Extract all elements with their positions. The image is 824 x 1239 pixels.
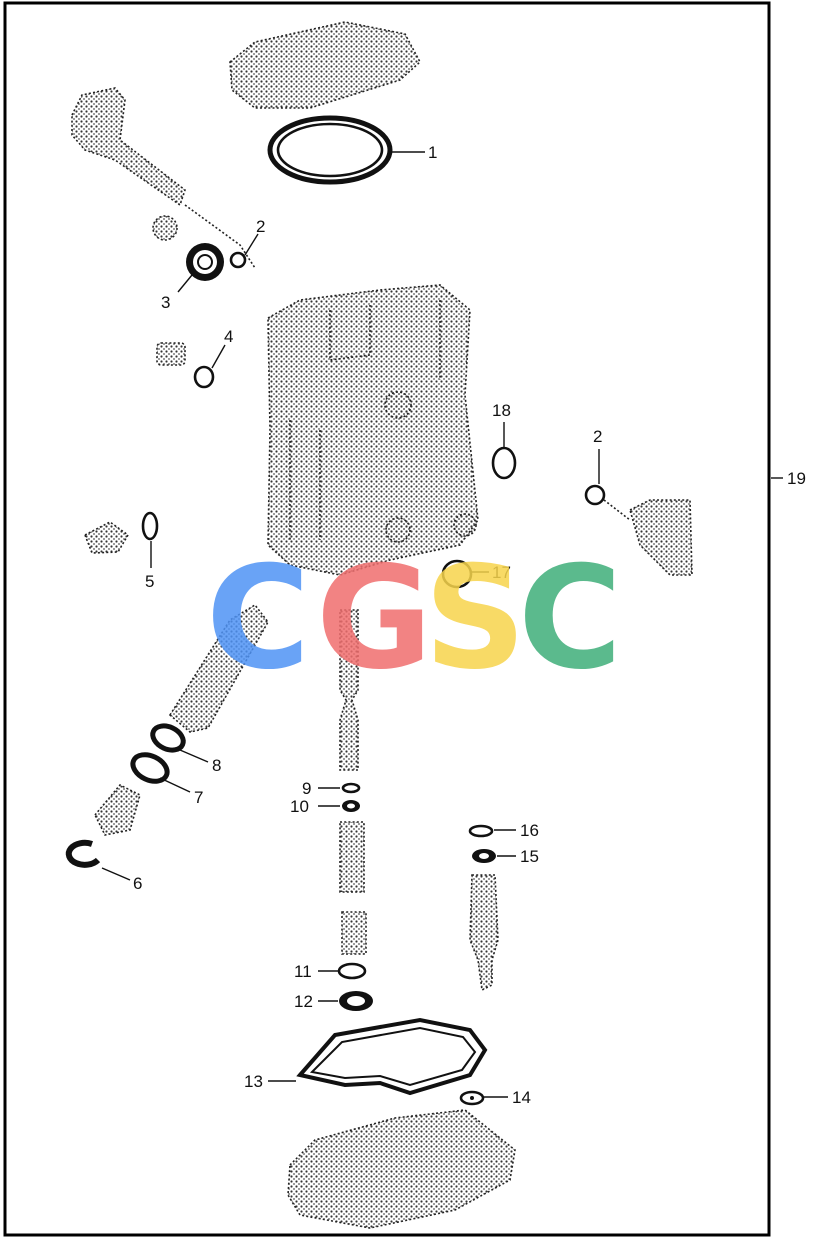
part-1-ring-inner (276, 122, 384, 178)
watermark-letter-1: C (206, 536, 310, 701)
lever-linkage (184, 204, 256, 269)
center-spool (339, 609, 359, 771)
diagram-frame (3, 1, 771, 1237)
watermark-logo: C G S C (206, 536, 622, 701)
part-18-oring (491, 446, 517, 480)
part-11-oring (337, 962, 367, 980)
housing-detail-1 (329, 305, 371, 361)
part-6-snap-ring (65, 839, 101, 868)
part-13-gasket-inner (309, 1026, 477, 1087)
side-bracket (629, 499, 693, 576)
valve-housing (267, 284, 479, 576)
part-17-oring (441, 559, 473, 589)
part-3-seal-mid (193, 250, 217, 274)
callout-2-right: 2 (593, 427, 602, 446)
callout-3: 3 (161, 293, 170, 312)
watermark-letter-4: C (518, 536, 622, 701)
callout-16: 16 (520, 821, 539, 840)
callout-2-upper: 2 (256, 217, 265, 236)
callout-9: 9 (302, 779, 311, 798)
callout-19: 19 (787, 469, 806, 488)
part-14-washer (459, 1090, 485, 1106)
side-bracket-link (603, 499, 631, 521)
housing-port-3 (453, 513, 477, 537)
part-10-seal-inner (347, 803, 355, 809)
watermark-letter-3: S (424, 536, 526, 701)
part-5-oring (141, 511, 159, 541)
callout-14: 14 (512, 1088, 531, 1107)
callout-13: 13 (244, 1072, 263, 1091)
right-plunger (469, 874, 499, 992)
lever-arm (71, 87, 186, 207)
top-cover-plate (229, 21, 422, 109)
part-2-oring-right (584, 484, 606, 506)
part-12-seal-inner (347, 996, 365, 1006)
leader-lines (101, 151, 783, 1098)
part-4-oring (193, 365, 215, 389)
part-8-ring (150, 723, 186, 753)
bottom-cover (287, 1109, 516, 1229)
part-16-oring (468, 824, 494, 838)
part-13-gasket-outer (296, 1017, 488, 1096)
callout-6: 6 (133, 874, 142, 893)
callout-7: 7 (194, 788, 203, 807)
diagonal-spool (168, 603, 269, 733)
part-1-ring-outer (267, 115, 393, 185)
callout-10: 10 (290, 797, 309, 816)
spring-upper (339, 821, 365, 893)
callout-18: 18 (492, 401, 511, 420)
watermark-letter-2: G (316, 536, 433, 701)
callout-11: 11 (294, 962, 312, 981)
plug-part-4 (156, 342, 186, 366)
callout-12: 12 (294, 992, 313, 1011)
part-2-oring-upper (229, 251, 247, 269)
callout-17: 17 (492, 563, 511, 582)
callout-8: 8 (212, 756, 221, 775)
part-15-seal-inner (479, 853, 489, 859)
spring-lower (341, 911, 367, 955)
plug-left-top (152, 215, 178, 241)
housing-detail-2 (289, 300, 441, 540)
callout-1: 1 (428, 143, 437, 162)
callout-15: 15 (520, 847, 539, 866)
plug-part-5 (83, 521, 130, 554)
end-plug-left (94, 784, 141, 836)
part-7-ring (130, 752, 170, 784)
housing-port-2 (385, 517, 411, 543)
callout-4: 4 (224, 327, 233, 346)
callout-5: 5 (145, 572, 154, 591)
part-9-oring (341, 782, 361, 794)
housing-port-1 (384, 391, 412, 419)
part-14-washer-hole (470, 1096, 474, 1100)
part-3-seal-inner (197, 254, 213, 270)
